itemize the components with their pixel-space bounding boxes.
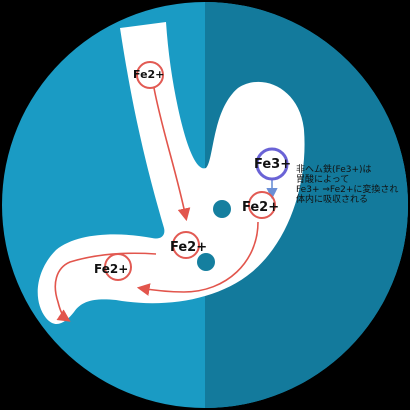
ion-ring-icon — [248, 191, 276, 219]
note-line-2: 胃酸によって — [296, 174, 349, 185]
note-line-1: 非ヘム鉄(Fe3+)は — [296, 163, 372, 175]
label-fe2-center: Fe2+ — [170, 240, 207, 255]
gastric-dot — [213, 200, 231, 218]
label-fe3: Fe3+ — [254, 157, 291, 172]
ion-ring-icon — [136, 61, 164, 89]
label-fe2-left: Fe2+ — [94, 262, 128, 276]
stomach-icon — [37, 22, 305, 325]
ion-ring-icon — [255, 147, 289, 181]
gastric-dot — [197, 253, 215, 271]
label-fe2-right: Fe2+ — [242, 200, 279, 215]
ion-ring-icon — [104, 253, 132, 281]
note-line-3: Fe3+ ⇒Fe2+に変換され — [296, 183, 398, 195]
flow-arrow-icon — [136, 221, 259, 296]
flow-arrow-icon — [153, 87, 191, 222]
label-fe2-esophagus: Fe2+ — [133, 68, 164, 81]
note-line-4: 体内に吸収される — [296, 193, 368, 205]
ion-ring-icon — [172, 231, 200, 259]
